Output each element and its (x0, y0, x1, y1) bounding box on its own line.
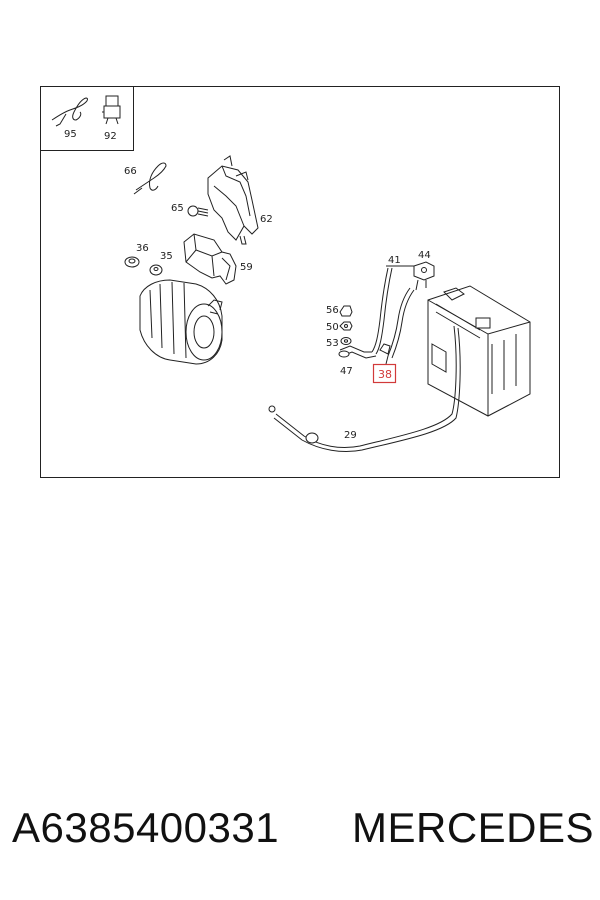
brand-name: MERCEDES (352, 804, 595, 851)
grommet-icon (124, 256, 140, 268)
cable-tie-66-icon (133, 162, 167, 195)
nut-icon (149, 264, 163, 276)
callout-44: 44 (418, 250, 431, 261)
callout-36: 36 (136, 243, 149, 254)
callout-59: 59 (240, 262, 253, 273)
battery-cable-icon (385, 287, 411, 365)
callout-62: 62 (260, 214, 273, 225)
hex-nut-icon (339, 321, 353, 331)
ground-strap-icon (338, 345, 377, 359)
part-38-connector-icon (379, 343, 391, 355)
inset-label-92: 92 (104, 131, 117, 142)
cable-tie-icon (51, 97, 88, 127)
terminal-clamp-icon (413, 261, 435, 291)
battery-cable-41-icon (371, 265, 414, 355)
callout-66: 66 (124, 166, 137, 177)
parts-diagram: 95 92 66 65 62 36 35 59 (40, 86, 560, 478)
callout-38[interactable]: 38 (378, 368, 392, 381)
battery-cable-icon (391, 289, 415, 359)
callout-53: 53 (326, 338, 339, 349)
callout-29: 29 (344, 430, 357, 441)
solenoid-cap-icon (183, 233, 237, 285)
footer: A6385400331 MERCEDES (0, 800, 600, 860)
callout-65: 65 (171, 203, 184, 214)
clip-icon (102, 95, 121, 125)
bolt-icon (187, 205, 209, 217)
callout-56: 56 (326, 305, 339, 316)
battery-icon (427, 285, 531, 417)
part-number: A6385400331 (12, 804, 280, 851)
inset-label-95: 95 (64, 129, 77, 140)
callout-50: 50 (326, 322, 339, 333)
inset-box (40, 86, 134, 151)
heat-shield-icon (207, 155, 259, 245)
diagram-frame (40, 86, 560, 478)
callout-47: 47 (340, 366, 353, 377)
cap-nut-icon (339, 305, 353, 317)
starter-cable-29-icon (268, 325, 461, 453)
washer-icon (340, 337, 352, 345)
callout-38-highlight-box[interactable] (372, 363, 397, 384)
callout-35: 35 (160, 251, 173, 262)
starter-motor-icon (139, 279, 223, 365)
callout-41: 41 (388, 255, 401, 266)
